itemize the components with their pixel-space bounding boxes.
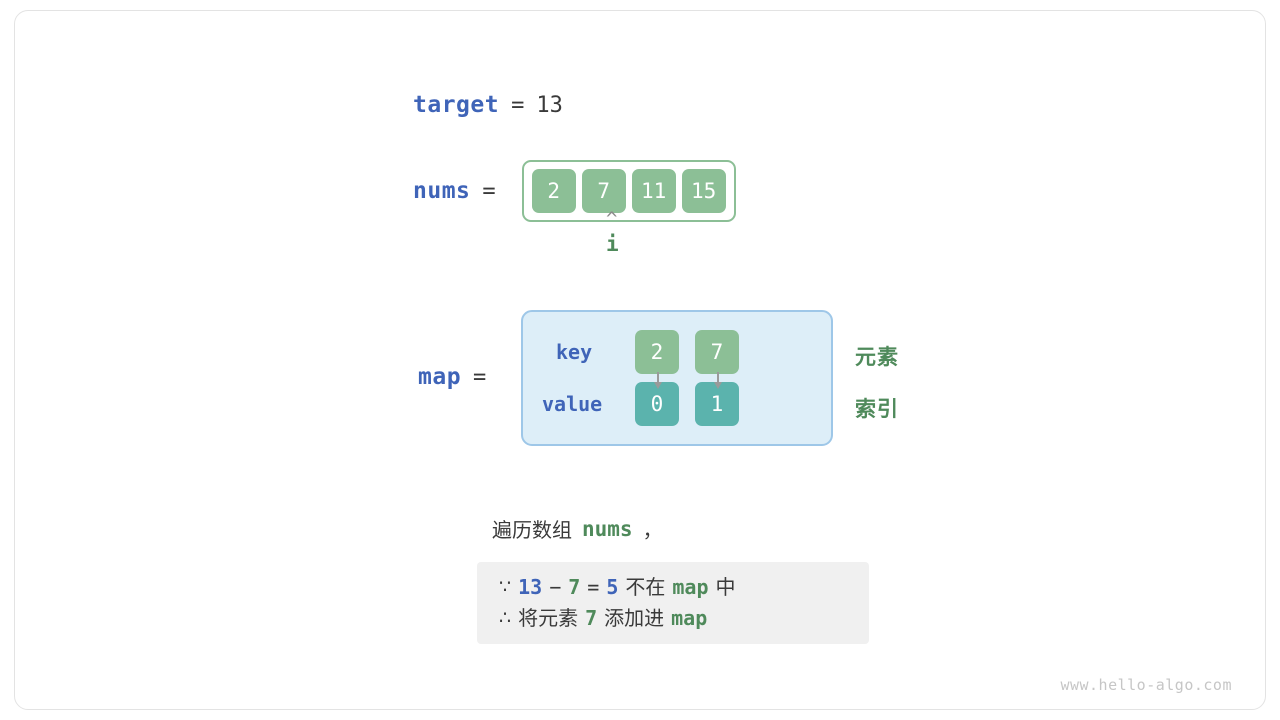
map-label-row: map = [418,364,486,390]
map-equals-sign: = [473,364,487,390]
reasoning-text-not-in: 不在 [625,575,666,599]
reasoning-code-map-2: map [671,606,708,630]
map-value-cell-1: 1 [695,382,739,426]
reasoning-line-2: ∴ 将元素 7 添加进 map [499,603,847,634]
reasoning-box: ∵ 13 − 7 = 5 不在 map 中 ∴ 将元素 7 添加进 map [477,562,869,644]
reasoning-target-value: 13 [518,575,543,599]
caption-row: 遍历数组 nums ， [492,514,663,543]
nums-cell-3: 15 [681,169,726,213]
reasoning-code-map-1: map [672,575,709,599]
map-value-row-label: value [542,392,603,416]
map-mapping-arrow-1-icon [714,372,722,389]
nums-variable-name: nums [413,178,471,204]
reasoning-minus-operator: − [549,575,562,599]
therefore-symbol: ∴ [499,607,512,629]
map-key-cell-1: 7 [695,330,739,374]
target-variable-name: target [413,92,500,118]
caption-code-nums: nums [582,516,633,541]
pointer-caret-icon: ^ [606,208,618,230]
map-value-cell-0: 0 [635,382,679,426]
map-panel [521,310,833,446]
reasoning-text-add-element: 将元素 [518,606,579,630]
reasoning-added-value: 7 [585,606,598,630]
reasoning-line-1: ∵ 13 − 7 = 5 不在 map 中 [499,572,847,603]
target-row: target = 13 [413,92,563,118]
reasoning-current-element: 7 [568,575,581,599]
map-mapping-arrow-0-icon [654,372,662,389]
map-key-row-label: key [556,340,593,364]
map-variable-name: map [418,364,462,390]
nums-equals-sign: = [482,178,496,204]
map-note-element: 元素 [855,345,899,369]
reasoning-complement-value: 5 [606,575,619,599]
nums-cell-2: 11 [631,169,676,213]
watermark-url: www.hello-algo.com [1060,676,1232,694]
reasoning-text-in: 中 [715,575,736,599]
reasoning-text-add-into: 添加进 [604,606,665,630]
target-equals-sign: = [511,92,525,118]
nums-cell-1: 7 [581,169,626,213]
map-note-index: 索引 [855,397,899,421]
nums-row: nums = 2 7 11 15 [413,160,736,222]
map-key-cell-0: 2 [635,330,679,374]
because-symbol: ∵ [499,576,512,598]
caption-text-after: ， [642,518,663,542]
target-value: 13 [536,92,563,118]
caption-text-before: 遍历数组 [492,518,572,542]
nums-cell-0: 2 [531,169,576,213]
nums-array-box: 2 7 11 15 [521,160,736,222]
pointer-label-i: i [606,232,619,256]
reasoning-equals-operator: = [587,575,600,599]
